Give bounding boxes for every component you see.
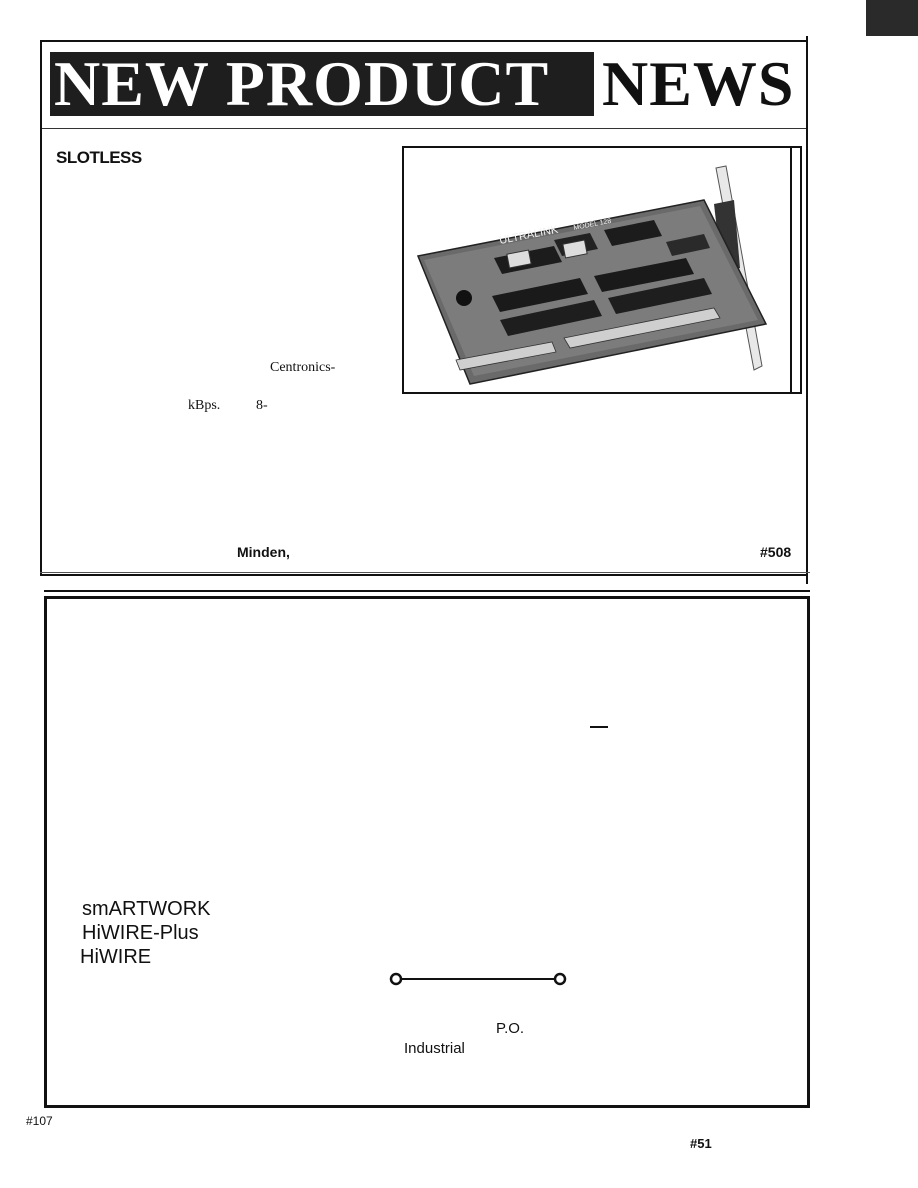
banner-dark-block — [50, 52, 594, 116]
reader-service-right: #51 — [690, 1136, 712, 1151]
product-hiwire: HiWIRE — [80, 946, 152, 968]
text-fragment-kbps: kBps. — [188, 398, 221, 413]
ad-top-rule — [44, 590, 810, 592]
section-banner: NEW PRODUCT NEWS — [50, 48, 798, 120]
box-bottom-rule — [40, 572, 810, 573]
product-hiwire-plus: HiWIRE-Plus — [82, 922, 199, 944]
interface-card-image: ULTRALINK MODEL 128 — [416, 165, 768, 385]
banner-rule — [42, 128, 806, 129]
banner-title-light: NEWS — [602, 48, 795, 119]
wire-connector-graphic — [389, 972, 567, 986]
box-right-rule — [806, 36, 808, 584]
dash-mark — [590, 726, 608, 728]
product-photo: ULTRALINK MODEL 128 — [402, 146, 802, 394]
photo-frame-right-rule — [790, 146, 792, 394]
product-smartwork: smARTWORK — [82, 898, 211, 920]
reader-service-left: #107 — [26, 1114, 53, 1128]
text-fragment-minden: Minden, — [237, 544, 290, 560]
address-po: P.O. — [496, 1020, 525, 1037]
advertisement-box — [44, 596, 810, 1108]
page-corner-tab — [866, 0, 918, 36]
address-industrial: Industrial — [404, 1040, 465, 1057]
text-fragment-centronics: Centronics- — [270, 360, 336, 375]
banner-title-dark: NEW PRODUCT — [54, 48, 550, 119]
text-fragment-eight: 8- — [256, 398, 268, 413]
article-headline: SLOTLESS — [56, 148, 142, 167]
reader-service-number: #508 — [760, 544, 792, 560]
